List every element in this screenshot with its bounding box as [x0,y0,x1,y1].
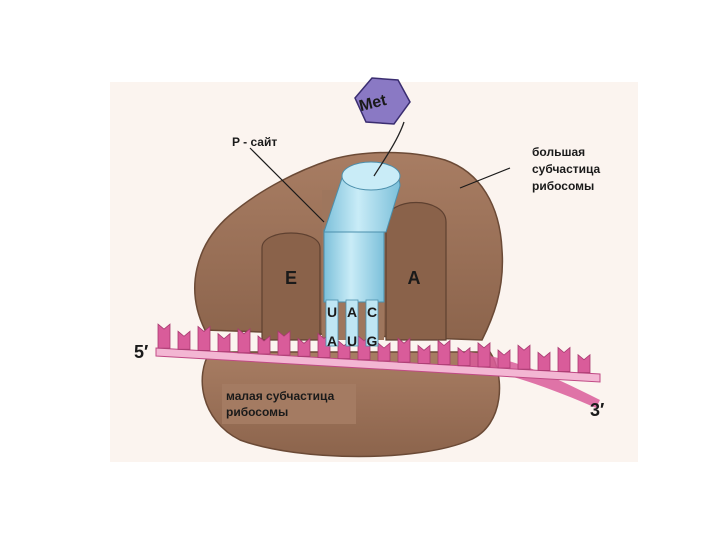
mrna-nucleotide [457,346,471,367]
met-amino-acid: Met [354,77,411,125]
mrna-nucleotide [217,332,231,353]
site-a-label: A [408,268,421,288]
base-pair-bar [365,299,379,347]
met-hexagon [354,77,411,125]
base-pair-bar [345,299,359,347]
three-prime-label: 3′ [590,400,604,420]
met-label: Met [357,92,389,115]
p-site-label: P - сайт [232,135,277,149]
five-prime-label: 5′ [134,342,148,362]
small-subunit-label-2: рибосомы [226,405,288,419]
small-subunit-label-box [222,384,356,424]
trna-top [341,161,401,191]
mrna-nucleotide [517,344,531,370]
trna-acceptor-link [373,121,405,177]
large-subunit-leader [459,167,511,189]
mrna-strand [155,323,601,408]
anticodon-base: A [347,304,357,320]
large-subunit-label-3: рибосомы [532,179,594,193]
mrna-backbone [155,347,601,383]
e-site-pocket [261,232,321,341]
mrna-nucleotide [417,344,431,364]
codon-base: U [347,333,357,349]
large-subunit-label-2: субчастица [532,162,601,176]
mrna-nucleotide [537,351,551,371]
mrna-nucleotide [177,330,191,350]
mrna-nucleotide [257,335,271,355]
trna-stem [323,229,385,303]
p-site-leader [249,147,325,223]
mrna-nucleotide [237,327,251,354]
large-subunit-label-1: большая [532,145,585,159]
site-e-label: E [285,268,297,288]
anticodon-base: C [367,304,377,320]
base-pair-bar [325,299,339,347]
small-subunit-label-1: малая субчастица [226,389,335,403]
codon-base: A [327,333,337,349]
mrna-nucleotide [497,349,511,369]
mrna-nucleotide [437,339,451,365]
mrna-nucleotide [197,325,211,351]
mrna-nucleotide [577,353,591,374]
mrna-nucleotide [397,337,411,363]
mrna-nucleotide [297,337,311,357]
codon-base: G [367,333,378,349]
mrna-nucleotide [277,330,291,356]
anticodon-base: U [327,304,337,320]
mrna-nucleotide [477,342,491,368]
mrna-nucleotide [157,323,171,349]
mrna-nucleotide [557,346,571,372]
